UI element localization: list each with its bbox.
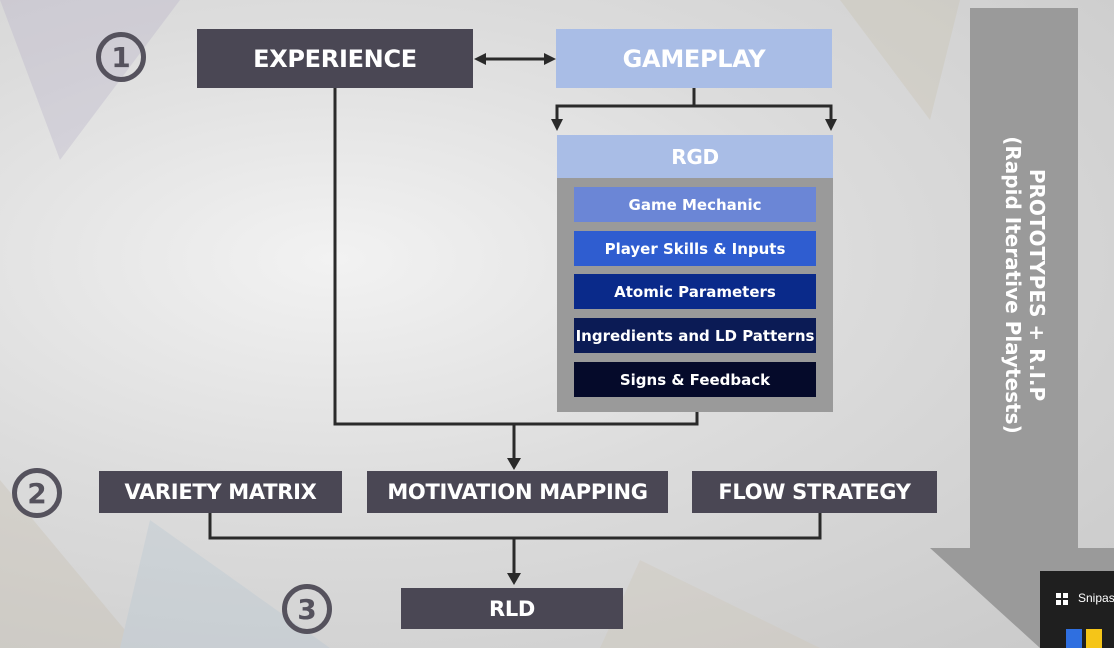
rgd-title: RGD (557, 135, 833, 178)
snipaste-icon (1056, 593, 1068, 605)
snipaste-label: Snipas (1078, 591, 1114, 605)
prototypes-line-2: (Rapid Iterative Playtests) (1001, 136, 1025, 434)
snipaste-logo-icon (1066, 629, 1102, 648)
step-number-1: 1 (96, 32, 146, 82)
motivation-mapping-box: MOTIVATION MAPPING (367, 471, 668, 513)
gameplay-box: GAMEPLAY (556, 29, 832, 88)
experience-box: EXPERIENCE (197, 29, 473, 88)
rgd-item-atomic-parameters: Atomic Parameters (574, 274, 816, 309)
prototypes-label: PROTOTYPES + R.I.P (Rapid Iterative Play… (1001, 135, 1049, 435)
step-number-3: 3 (282, 584, 332, 634)
step-number-2: 2 (12, 468, 62, 518)
rgd-item-ingredients: Ingredients and LD Patterns (574, 318, 816, 353)
variety-matrix-box: VARIETY MATRIX (99, 471, 342, 513)
rgd-item-player-skills: Player Skills & Inputs (574, 231, 816, 266)
flow-strategy-box: FLOW STRATEGY (692, 471, 937, 513)
rld-box: RLD (401, 588, 623, 629)
snipaste-widget[interactable]: Snipas (1040, 571, 1114, 648)
prototypes-line-1: PROTOTYPES + R.I.P (1025, 168, 1049, 402)
rgd-item-signs-feedback: Signs & Feedback (574, 362, 816, 397)
rgd-item-game-mechanic: Game Mechanic (574, 187, 816, 222)
